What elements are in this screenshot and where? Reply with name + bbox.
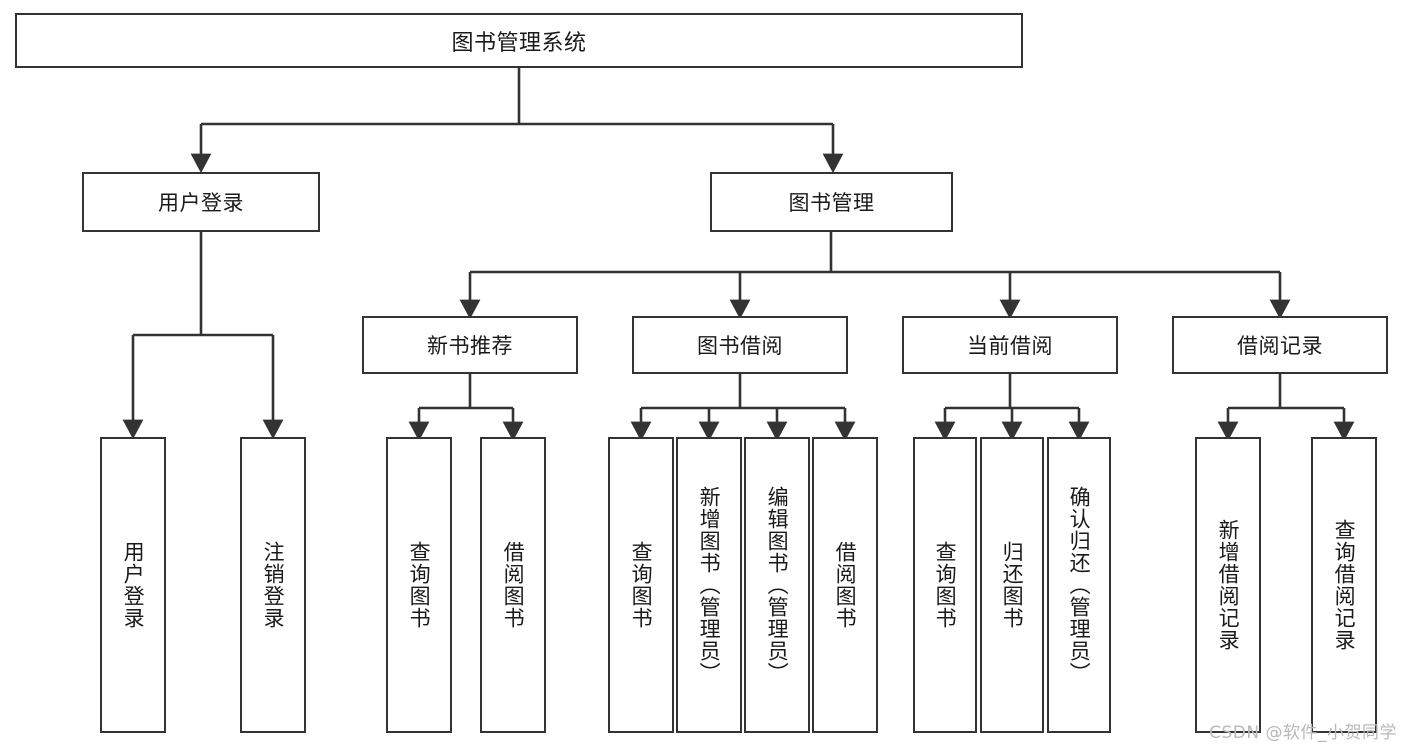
node-book-management[interactable]: 图书管理 bbox=[710, 172, 953, 232]
node-current-borrow-label: 当前借阅 bbox=[967, 334, 1053, 358]
node-leaf-query-borrow-record-label: 查询借阅记录 bbox=[1332, 519, 1357, 651]
node-borrow-record-label: 借阅记录 bbox=[1237, 334, 1323, 358]
node-leaf-edit-book-admin-label: 编辑图书（管理员） bbox=[765, 486, 790, 684]
node-leaf-borrow-book[interactable]: 借阅图书 bbox=[812, 437, 878, 733]
node-new-book-recommend-label: 新书推荐 bbox=[427, 334, 513, 358]
node-leaf-add-borrow-record-label: 新增借阅记录 bbox=[1216, 519, 1241, 651]
node-leaf-query-borrow-record[interactable]: 查询借阅记录 bbox=[1311, 437, 1377, 733]
node-leaf-query-book-newbook[interactable]: 查询图书 bbox=[386, 437, 452, 733]
node-leaf-add-book-admin[interactable]: 新增图书（管理员） bbox=[676, 437, 742, 733]
node-book-borrow[interactable]: 图书借阅 bbox=[632, 316, 848, 374]
node-leaf-return-book[interactable]: 归还图书 bbox=[980, 437, 1044, 733]
node-leaf-query-book-current-label: 查询图书 bbox=[933, 541, 958, 629]
node-leaf-query-book-current[interactable]: 查询图书 bbox=[913, 437, 977, 733]
node-leaf-borrow-book-label: 借阅图书 bbox=[833, 541, 858, 629]
node-leaf-logout-label: 注销登录 bbox=[261, 541, 286, 629]
node-root[interactable]: 图书管理系统 bbox=[15, 13, 1023, 68]
node-leaf-query-book-borrow[interactable]: 查询图书 bbox=[608, 437, 674, 733]
node-leaf-user-login[interactable]: 用户登录 bbox=[100, 437, 166, 733]
node-leaf-confirm-return-admin-label: 确认归还（管理员） bbox=[1067, 486, 1092, 684]
node-leaf-add-book-admin-label: 新增图书（管理员） bbox=[697, 486, 722, 684]
node-leaf-return-book-label: 归还图书 bbox=[1000, 541, 1025, 629]
node-user-login-label: 用户登录 bbox=[158, 191, 244, 215]
node-leaf-user-login-label: 用户登录 bbox=[121, 541, 146, 629]
node-leaf-borrow-book-newbook-label: 借阅图书 bbox=[501, 541, 526, 629]
node-book-borrow-label: 图书借阅 bbox=[697, 334, 783, 358]
node-leaf-edit-book-admin[interactable]: 编辑图书（管理员） bbox=[744, 437, 810, 733]
node-leaf-confirm-return-admin[interactable]: 确认归还（管理员） bbox=[1047, 437, 1111, 733]
node-book-management-label: 图书管理 bbox=[788, 191, 875, 215]
node-borrow-record[interactable]: 借阅记录 bbox=[1172, 316, 1388, 374]
node-leaf-query-book-borrow-label: 查询图书 bbox=[629, 541, 654, 629]
node-new-book-recommend[interactable]: 新书推荐 bbox=[362, 316, 578, 374]
node-root-label: 图书管理系统 bbox=[451, 30, 587, 56]
node-current-borrow[interactable]: 当前借阅 bbox=[902, 316, 1118, 374]
node-leaf-query-book-newbook-label: 查询图书 bbox=[407, 541, 432, 629]
node-leaf-borrow-book-newbook[interactable]: 借阅图书 bbox=[480, 437, 546, 733]
node-leaf-add-borrow-record[interactable]: 新增借阅记录 bbox=[1195, 437, 1261, 733]
node-leaf-logout[interactable]: 注销登录 bbox=[240, 437, 306, 733]
node-user-login[interactable]: 用户登录 bbox=[82, 172, 320, 232]
